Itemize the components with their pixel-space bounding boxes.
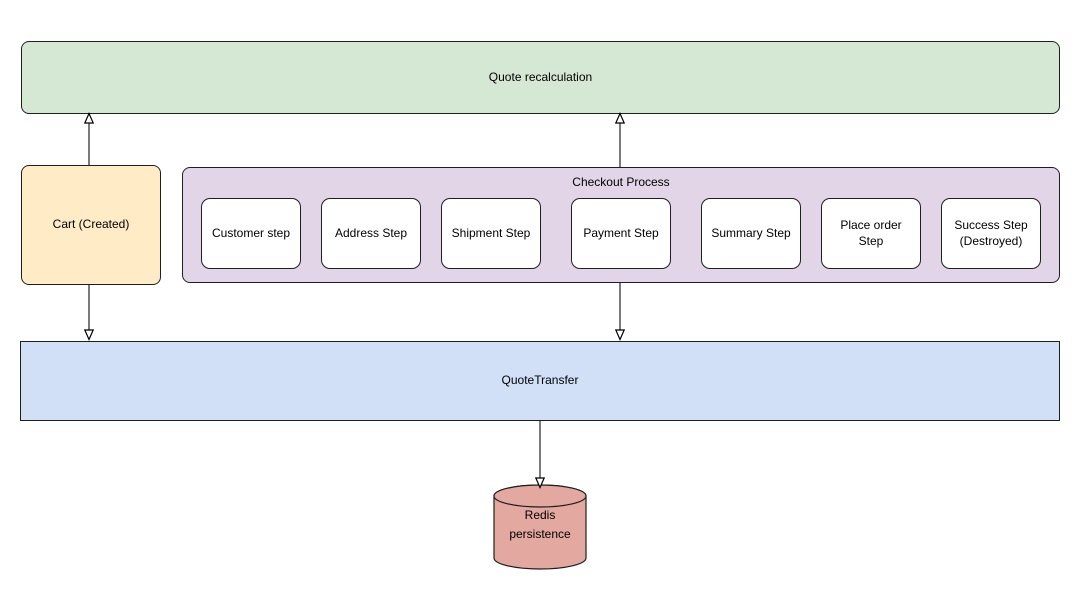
container-checkout-process: Checkout Process Customer step Address S… xyxy=(182,167,1060,283)
edge-checkout-to-quote-recalculation xyxy=(614,112,626,167)
step-shipment-label: Shipment Step xyxy=(451,225,531,240)
step-shipment: Shipment Step xyxy=(441,198,541,269)
step-customer-label: Customer step xyxy=(211,225,291,240)
step-address: Address Step xyxy=(321,198,421,269)
step-place-order: Place order Step xyxy=(821,198,921,269)
step-customer: Customer step xyxy=(201,198,301,269)
step-payment: Payment Step xyxy=(571,198,671,269)
edge-cart-to-quote-transfer xyxy=(83,285,95,341)
edge-cart-to-quote-recalculation xyxy=(83,112,95,165)
quote-transfer-label: QuoteTransfer xyxy=(501,373,579,388)
step-payment-label: Payment Step xyxy=(583,225,659,240)
step-success-label: Success Step (Destroyed) xyxy=(954,217,1028,248)
step-summary-label: Summary Step xyxy=(711,225,791,240)
edge-checkout-to-quote-transfer xyxy=(614,283,626,341)
node-cart: Cart (Created) xyxy=(21,165,161,285)
quote-recalculation-label: Quote recalculation xyxy=(488,69,593,84)
node-quote-recalculation: Quote recalculation xyxy=(21,41,1060,114)
step-place-order-label: Place order Step xyxy=(840,217,902,248)
node-quote-transfer: QuoteTransfer xyxy=(20,341,1060,421)
cart-label: Cart (Created) xyxy=(52,217,130,232)
step-address-label: Address Step xyxy=(334,225,408,240)
step-success: Success Step (Destroyed) xyxy=(941,198,1041,269)
step-summary: Summary Step xyxy=(701,198,801,269)
redis-label: Redis persistence xyxy=(509,508,571,541)
edge-quote-transfer-to-redis xyxy=(534,421,546,489)
checkout-process-title: Checkout Process xyxy=(572,175,670,189)
